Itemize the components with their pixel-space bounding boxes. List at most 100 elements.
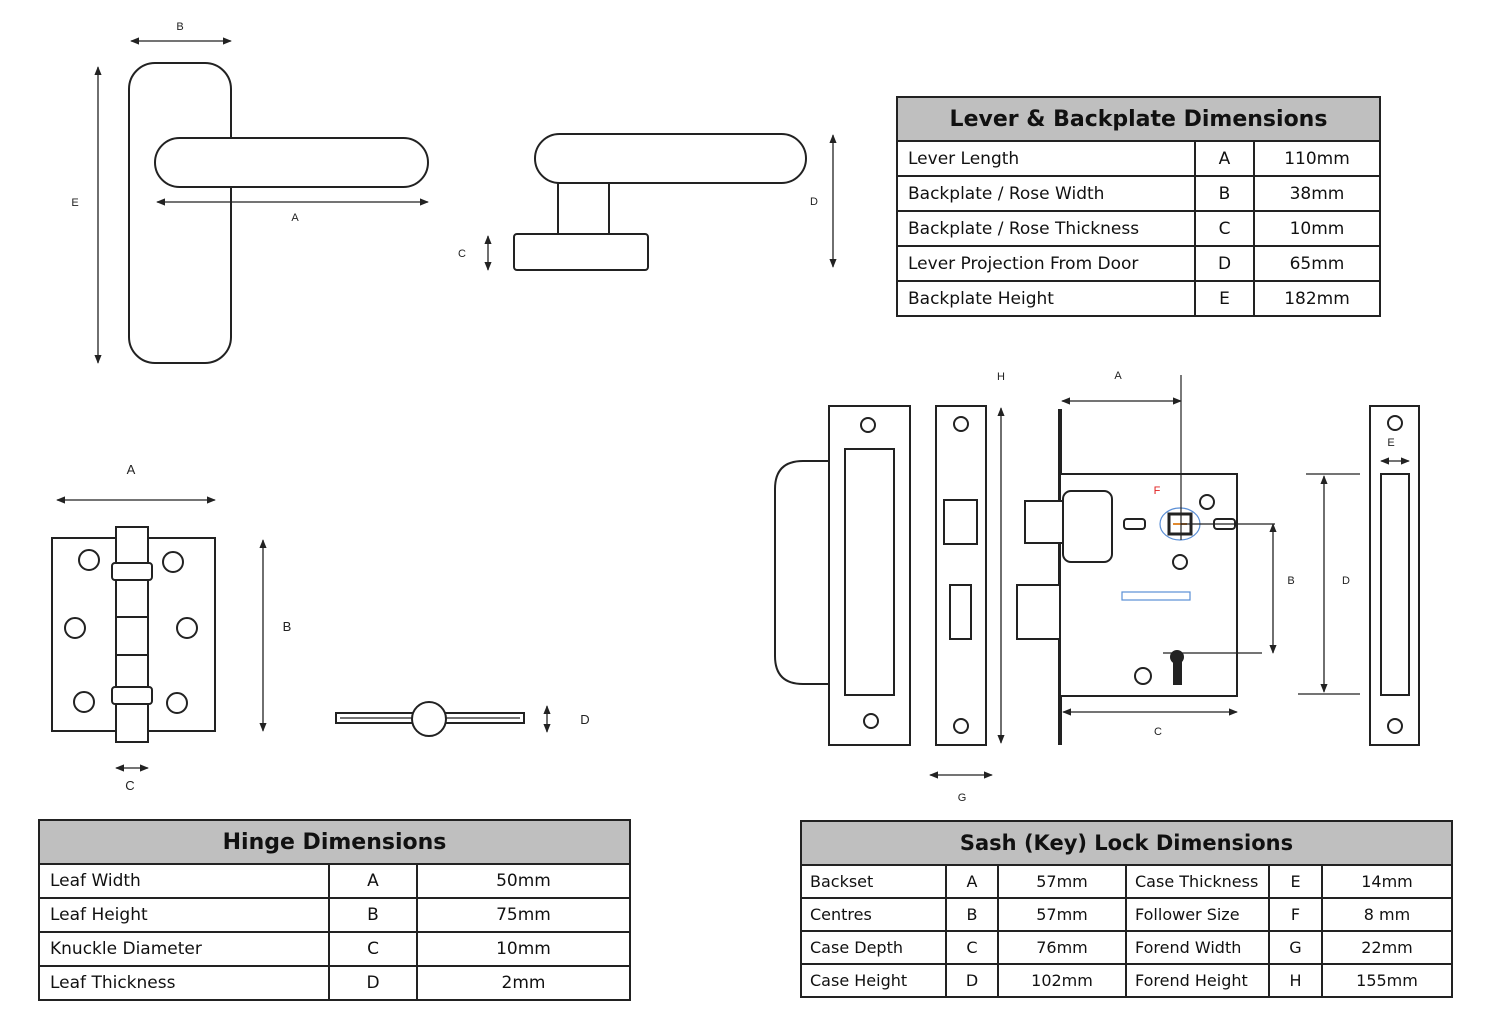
label-hinge-b: B	[283, 619, 292, 634]
table-row: Backplate / Rose Width B 38mm	[896, 175, 1381, 212]
label-sash-b: B	[1287, 575, 1294, 587]
dimension-value: 2mm	[416, 965, 631, 1001]
lever-dimensions-table: Lever & Backplate Dimensions Lever Lengt…	[896, 96, 1381, 317]
hinge-dimensions-table: Hinge Dimensions Leaf Width A 50mm Leaf …	[38, 819, 631, 1001]
dimension-code: B	[328, 897, 418, 933]
dimension-name: Leaf Thickness	[38, 965, 330, 1001]
label-sash-d: D	[1342, 575, 1350, 587]
latch-bolt	[1024, 500, 1064, 544]
hinge-screw-hole	[64, 617, 86, 639]
dimension-code: C	[328, 931, 418, 967]
dimension-code: F	[1268, 897, 1323, 932]
dimension-code: D	[945, 963, 999, 998]
forend-outline	[935, 405, 987, 746]
sash-lock-dimensions-table: Sash (Key) Lock Dimensions Backset A 57m…	[800, 820, 1453, 998]
dimension-value: 10mm	[1253, 210, 1381, 247]
label-hinge-a: A	[127, 462, 136, 477]
lever-shank	[557, 182, 610, 235]
lever-side-outline	[534, 133, 807, 184]
dead-bolt	[1016, 584, 1061, 640]
label-hinge-d: D	[580, 712, 589, 727]
table-row: Leaf Thickness D 2mm	[38, 965, 631, 1001]
dimension-value: 14mm	[1321, 864, 1453, 899]
dimension-name: Lever Projection From Door	[896, 245, 1196, 282]
lever-front-view	[94, 37, 429, 364]
rose-outline	[513, 233, 649, 271]
dimension-code: C	[1194, 210, 1255, 247]
dimension-code: H	[1268, 963, 1323, 998]
dimension-code: E	[1268, 864, 1323, 899]
dimension-value: 182mm	[1253, 280, 1381, 317]
dimension-code: D	[1194, 245, 1255, 282]
label-sash-h: H	[997, 371, 1005, 383]
dimension-name: Case Thickness	[1125, 864, 1270, 899]
lever-side-view	[484, 133, 837, 271]
table-title: Lever & Backplate Dimensions	[896, 96, 1381, 142]
label-lever-a: A	[291, 212, 299, 224]
backplate-outline	[128, 62, 232, 364]
hinge-screw-hole	[78, 549, 100, 571]
dimension-code: B	[1194, 175, 1255, 212]
label-lever-c: C	[458, 248, 466, 260]
dimension-name: Knuckle Diameter	[38, 931, 330, 967]
table-row: Knuckle Diameter C 10mm	[38, 931, 631, 967]
hinge-screw-hole	[176, 617, 198, 639]
table-row: Lever Projection From Door D 65mm	[896, 245, 1381, 282]
hinge-knuckle-circle	[411, 701, 447, 737]
hinge-screw-hole	[162, 551, 184, 573]
dimension-name: Forend Width	[1125, 930, 1270, 965]
dimension-value: 102mm	[997, 963, 1127, 998]
case-thickness-view	[1369, 405, 1420, 746]
label-lever-d: D	[810, 196, 818, 208]
dimension-value: 10mm	[416, 931, 631, 967]
label-lever-e: E	[71, 197, 78, 209]
table-row: Case Depth C 76mm Forend Width G 22mm	[800, 930, 1453, 965]
dimension-value: 155mm	[1321, 963, 1453, 998]
table-row: Centres B 57mm Follower Size F 8 mm	[800, 897, 1453, 932]
dimension-name: Case Height	[800, 963, 947, 998]
dimension-value: 50mm	[416, 863, 631, 899]
label-lever-b: B	[176, 21, 183, 33]
dimension-value: 65mm	[1253, 245, 1381, 282]
dimension-name: Backplate / Rose Thickness	[896, 210, 1196, 247]
dimension-code: A	[1194, 140, 1255, 177]
label-hinge-c: C	[125, 778, 134, 793]
hinge-side-view	[335, 701, 551, 737]
table-row: Case Height D 102mm Forend Height H 155m…	[800, 963, 1453, 998]
table-row: Backset A 57mm Case Thickness E 14mm	[800, 864, 1453, 899]
forend-plate-view	[929, 405, 1005, 779]
dimension-name: Case Depth	[800, 930, 947, 965]
hinge-knuckle	[115, 526, 149, 743]
label-sash-e: E	[1387, 437, 1394, 449]
hinge-front-view	[51, 496, 267, 772]
lever-handle-outline	[154, 137, 429, 188]
dimension-name: Backplate / Rose Width	[896, 175, 1196, 212]
case-height-dimension	[1298, 473, 1360, 695]
table-row: Lever Length A 110mm	[896, 140, 1381, 177]
dimension-name: Leaf Width	[38, 863, 330, 899]
dimension-name: Centres	[800, 897, 947, 932]
dimension-name: Backplate Height	[896, 280, 1196, 317]
dimension-labels: B E A C D A B C D H A E F B D C G	[71, 21, 1394, 804]
dimension-value: 57mm	[997, 864, 1127, 899]
dimension-value: 57mm	[997, 897, 1127, 932]
dimension-value: 8 mm	[1321, 897, 1453, 932]
dimension-code: C	[945, 930, 999, 965]
lock-case-view	[1016, 375, 1277, 745]
dimension-name: Backset	[800, 864, 947, 899]
dimension-value: 75mm	[416, 897, 631, 933]
keyhole-icon	[1173, 656, 1182, 685]
dimension-name: Follower Size	[1125, 897, 1270, 932]
table-row: Backplate Height E 182mm	[896, 280, 1381, 317]
dimension-code: E	[1194, 280, 1255, 317]
dimension-value: 38mm	[1253, 175, 1381, 212]
dimension-name: Leaf Height	[38, 897, 330, 933]
dimension-code: G	[1268, 930, 1323, 965]
dimension-name: Lever Length	[896, 140, 1196, 177]
dimension-value: 22mm	[1321, 930, 1453, 965]
label-sash-f: F	[1154, 485, 1161, 497]
dimension-code: A	[945, 864, 999, 899]
label-sash-c: C	[1154, 726, 1162, 738]
strike-plate-view	[774, 405, 911, 746]
